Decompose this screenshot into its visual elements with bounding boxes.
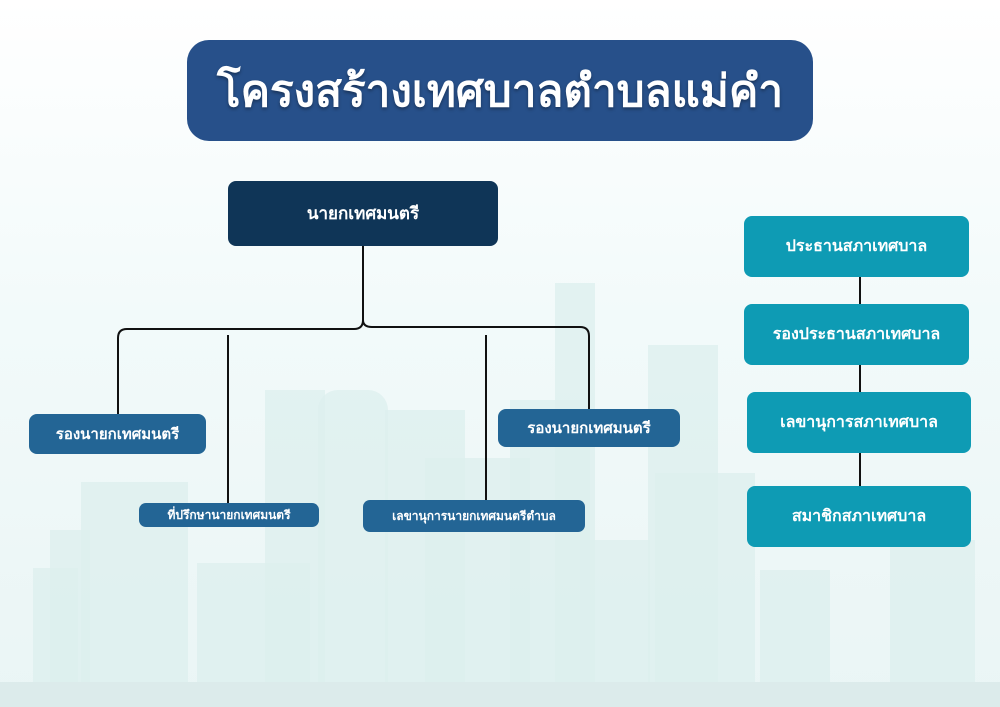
- council-member-box: สมาชิกสภาเทศบาล: [747, 486, 971, 547]
- council-president-box: ประธานสภาเทศบาล: [744, 216, 969, 277]
- deputy-mayor-left-box: รองนายกเทศมนตรี: [29, 414, 206, 454]
- mayor-connector-right: [362, 319, 590, 410]
- council-vice-president-box: รองประธานสภาเทศบาล: [744, 304, 969, 365]
- mayor-connector: [117, 246, 364, 415]
- deputy-mayor-right-box: รองนายกเทศมนตรี: [498, 409, 680, 447]
- council-secretary-box: เลขานุการสภาเทศบาล: [747, 392, 971, 453]
- mayor-box: นายกเทศมนตรี: [228, 181, 498, 246]
- secretary-box: เลขานุการนายกเทศมนตรีตำบล: [363, 500, 585, 532]
- page-title: โครงสร้างเทศบาลตำบลแม่คำ: [187, 40, 813, 141]
- advisor-box: ที่ปรึกษานายกเทศมนตรี: [139, 503, 319, 527]
